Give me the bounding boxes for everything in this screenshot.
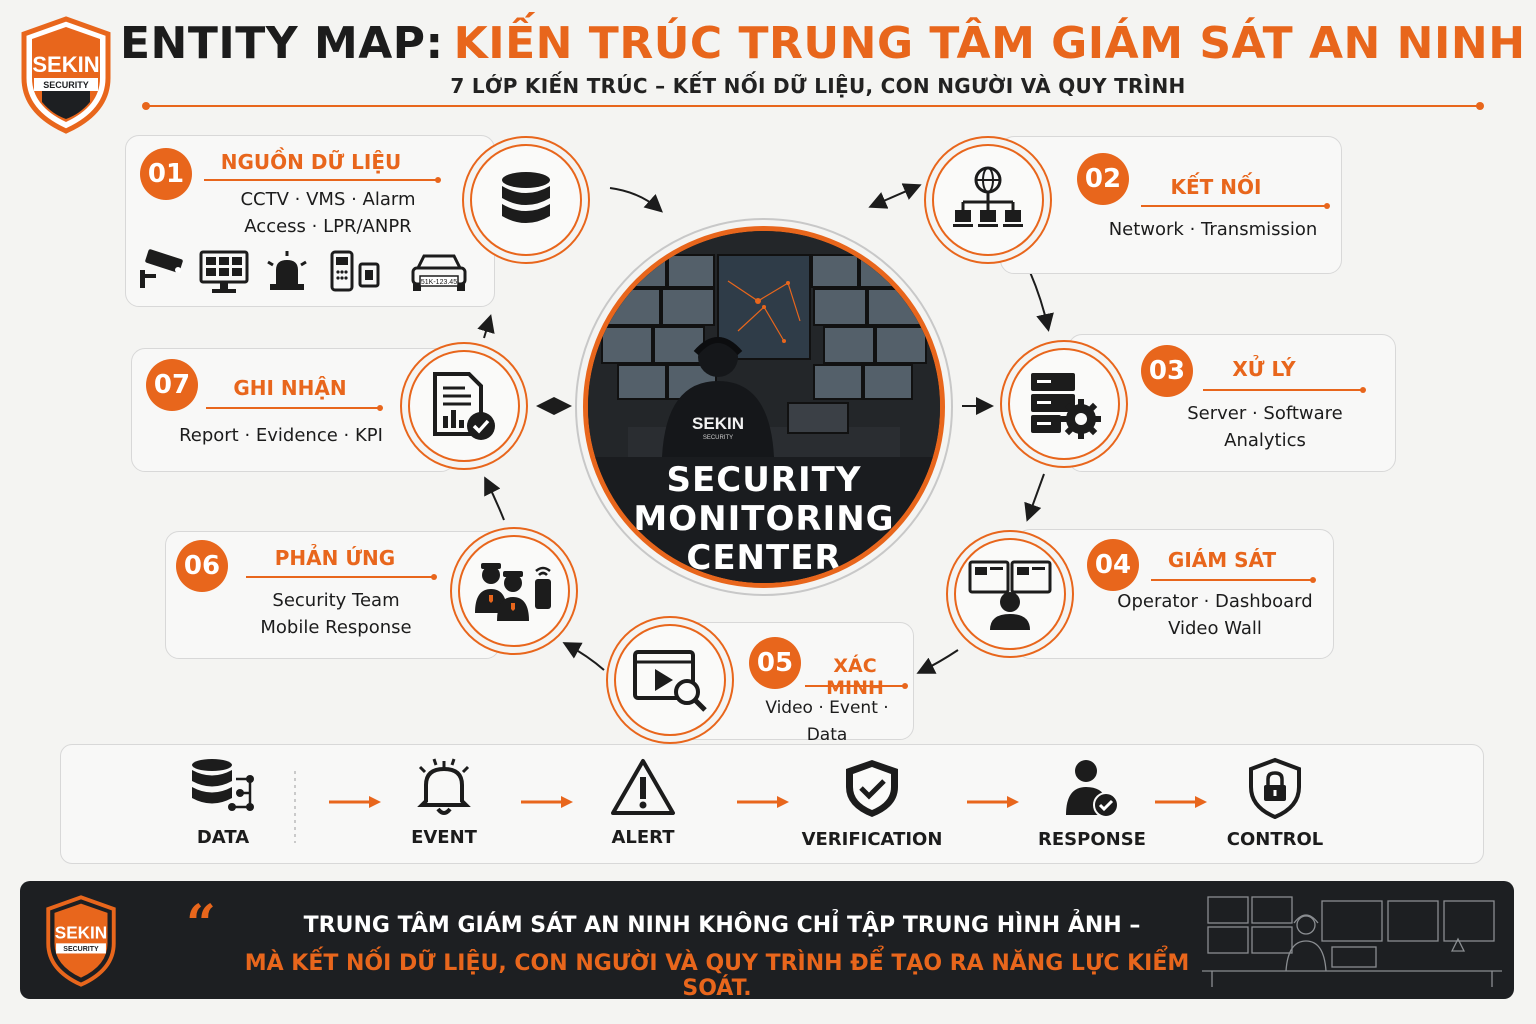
layer-title: GHI NHẬN bbox=[233, 376, 347, 400]
svg-text:SECURITY: SECURITY bbox=[703, 435, 733, 441]
security-team-icon bbox=[475, 563, 551, 621]
footer-quote-banner: SEKIN SECURITY “ TRUNG TÂM GIÁM SÁT AN N… bbox=[20, 881, 1514, 999]
layer-06-icon-circle bbox=[450, 527, 578, 655]
layer-number-badge: 02 bbox=[1077, 153, 1129, 205]
control-room-illustration: SEKIN SECURITY bbox=[588, 231, 940, 583]
layer-title: NGUỒN DỮ LIỆU bbox=[220, 150, 402, 174]
data-nodes-icon bbox=[192, 759, 254, 811]
layer-07-icon-circle bbox=[400, 342, 528, 470]
flow-arrow bbox=[967, 796, 1019, 808]
layer-description: Report · Evidence · KPI bbox=[179, 425, 383, 446]
layer-02-icon-circle bbox=[924, 136, 1052, 264]
layer-number-badge: 07 bbox=[146, 359, 198, 411]
flow-arrow bbox=[329, 796, 381, 808]
flow-arrow bbox=[521, 796, 573, 808]
layer-title-underline bbox=[1141, 203, 1330, 209]
page-subtitle: 7 LỚP KIẾN TRÚC – KẾT NỐI DỮ LIỆU, CON N… bbox=[450, 74, 1186, 98]
layer-card-02: 02 KẾT NỐI Network · Transmission bbox=[1000, 136, 1342, 274]
layer-title-underline bbox=[246, 574, 437, 580]
shield-check-icon bbox=[846, 760, 898, 817]
layer-05-icon-circle bbox=[606, 616, 734, 744]
layer-title: XÁC MINH bbox=[826, 655, 884, 699]
sekin-footer-logo: SEKIN SECURITY bbox=[46, 895, 116, 987]
flow-step-response: RESPONSE bbox=[1022, 757, 1162, 850]
process-flow-bar: DATA EVENT ALERT VERIFICATION bbox=[60, 744, 1484, 864]
layer-01-icon-circle bbox=[462, 136, 590, 264]
alarm-siren-icon bbox=[267, 251, 307, 290]
layer-title: XỬ LÝ bbox=[1232, 357, 1296, 381]
layer-number-badge: 01 bbox=[140, 148, 192, 200]
layer-title-underline bbox=[805, 683, 908, 689]
flow-arrow bbox=[1155, 796, 1207, 808]
flow-step-data: DATA bbox=[153, 757, 293, 848]
layer-03-icon-circle bbox=[1000, 340, 1128, 468]
layer-number-badge: 04 bbox=[1087, 539, 1139, 591]
report-check-icon bbox=[433, 372, 495, 440]
layer-title-underline bbox=[1151, 577, 1316, 583]
cctv-camera-icon bbox=[140, 249, 183, 288]
flow-divider bbox=[294, 771, 296, 843]
bell-icon bbox=[417, 758, 471, 815]
svg-text:SEKIN: SEKIN bbox=[32, 52, 99, 77]
svg-text:SEKIN: SEKIN bbox=[692, 414, 744, 433]
layer-04-icon-circle bbox=[946, 530, 1074, 658]
flow-arrow bbox=[737, 796, 789, 808]
svg-text:51K-123.45: 51K-123.45 bbox=[421, 279, 457, 286]
layer-card-07: 07 GHI NHẬN Report · Evidence · KPI bbox=[131, 348, 455, 472]
quote-mark-icon: “ bbox=[186, 894, 216, 955]
layer-title-underline bbox=[204, 177, 441, 183]
header-divider bbox=[142, 102, 1484, 110]
layer-description: Network · Transmission bbox=[1108, 219, 1318, 240]
lock-shield-icon bbox=[1249, 757, 1301, 819]
vms-monitor-icon bbox=[199, 250, 249, 293]
svg-text:SECURITY: SECURITY bbox=[63, 946, 99, 953]
flow-step-alert: ALERT bbox=[573, 757, 713, 848]
layer-title-underline bbox=[1203, 387, 1366, 393]
control-room-sketch bbox=[1202, 896, 1502, 987]
flow-step-event: EVENT bbox=[374, 757, 514, 848]
layer-number-badge: 03 bbox=[1141, 345, 1193, 397]
flow-step-verification: VERIFICATION bbox=[801, 757, 943, 850]
operator-monitor-icon bbox=[968, 560, 1052, 630]
server-gear-icon bbox=[1031, 373, 1101, 439]
video-search-icon bbox=[633, 650, 707, 712]
layer-title: PHẢN ỨNG bbox=[274, 546, 396, 570]
layer-number-badge: 06 bbox=[176, 540, 228, 592]
layer-description: Video · Event · Data bbox=[765, 698, 889, 745]
footer-quote-line1: TRUNG TÂM GIÁM SÁT AN NINH KHÔNG CHỈ TẬP… bbox=[303, 913, 1141, 938]
flow-step-control: CONTROL bbox=[1205, 757, 1345, 850]
database-icon bbox=[502, 172, 550, 223]
access-control-icon bbox=[330, 250, 380, 292]
layer-title: GIÁM SÁT bbox=[1167, 548, 1277, 572]
warning-icon bbox=[611, 759, 675, 815]
lpr-car-icon: 51K-123.45 bbox=[411, 254, 467, 291]
layer-title: KẾT NỐI bbox=[1170, 175, 1262, 199]
layer-title-underline bbox=[206, 405, 383, 411]
layer-number-badge: 05 bbox=[749, 637, 801, 689]
user-check-icon bbox=[1066, 760, 1119, 818]
sekin-logo: SEKIN SECURITY bbox=[21, 16, 111, 134]
page-title: ENTITY MAP:KIẾN TRÚC TRUNG TÂM GIÁM SÁT … bbox=[120, 18, 1526, 69]
network-icon bbox=[953, 166, 1023, 227]
svg-text:SEKIN: SEKIN bbox=[55, 923, 107, 943]
svg-text:SECURITY: SECURITY bbox=[43, 80, 89, 90]
footer-quote-line2: MÀ KẾT NỐI DỮ LIỆU, CON NGƯỜI VÀ QUY TRÌ… bbox=[244, 951, 1190, 999]
